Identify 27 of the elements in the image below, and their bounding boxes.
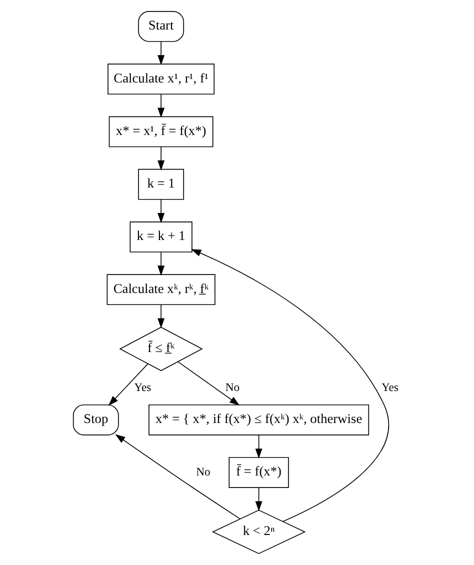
- node-box: f̄ = f(x*): [228, 457, 288, 488]
- node-diamond: f̄ ≤ f̲ᵏ: [118, 326, 202, 372]
- edge-label: Yes: [134, 380, 151, 394]
- arrow: [157, 94, 164, 118]
- node-box: x* = { x*, if f(x*) ≤ f(xᵏ) xᵏ, otherwise: [148, 404, 369, 436]
- node-box: k = 1: [138, 168, 184, 200]
- arrow: [190, 249, 388, 522]
- edge-label: Yes: [380, 380, 398, 394]
- edge-label: No: [196, 466, 210, 479]
- node-box: Start: [138, 11, 184, 42]
- arrow: [157, 41, 164, 66]
- arrow: [114, 434, 240, 520]
- arrow: [177, 361, 240, 406]
- node-diamond: k < 2ⁿ: [211, 510, 306, 554]
- node-box: Calculate x¹, r¹, f¹: [107, 64, 214, 95]
- arrow: [157, 146, 164, 170]
- edge-label: No: [224, 380, 240, 394]
- node-box: x* = x¹, f̄ = f(x*): [108, 116, 213, 148]
- arrow: [157, 199, 164, 224]
- arrow: [157, 304, 164, 328]
- arrow: [254, 434, 262, 459]
- arrow: [254, 487, 262, 512]
- arrow: [157, 252, 164, 276]
- node-box: Stop: [72, 404, 118, 436]
- node-box: k = k + 1: [129, 222, 192, 252]
- node-box: Calculate xᵏ, rᵏ, f̲ᵏ: [106, 274, 215, 306]
- arrow: [108, 363, 148, 406]
